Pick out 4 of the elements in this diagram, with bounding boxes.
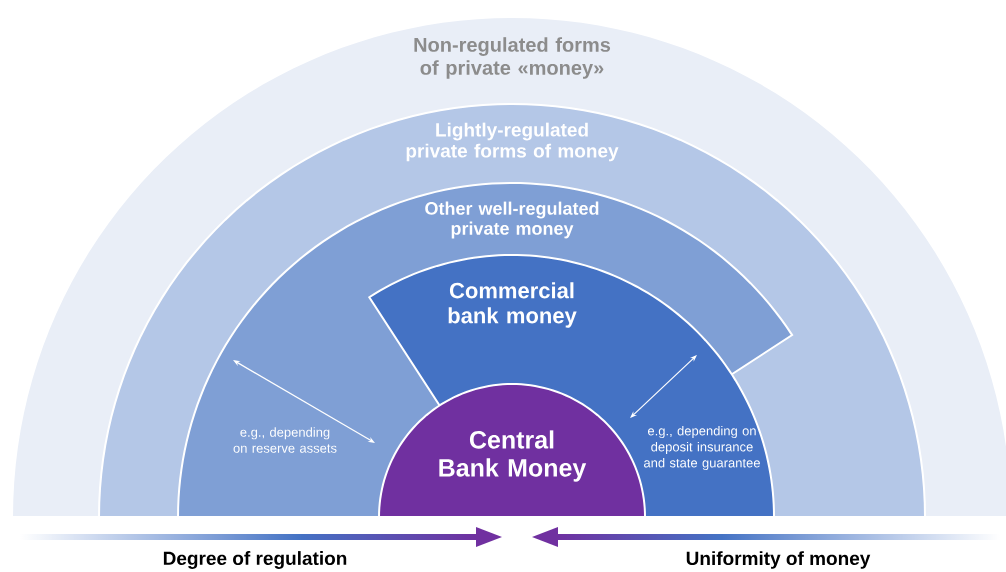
axis-label: Degree of regulation <box>163 551 347 569</box>
note-text: e.g., depending on deposit insurance and state guarantee <box>644 425 760 471</box>
note-text: e.g., depending on reserve assets <box>233 427 337 453</box>
axis-label: Uniformity of money <box>686 551 871 569</box>
